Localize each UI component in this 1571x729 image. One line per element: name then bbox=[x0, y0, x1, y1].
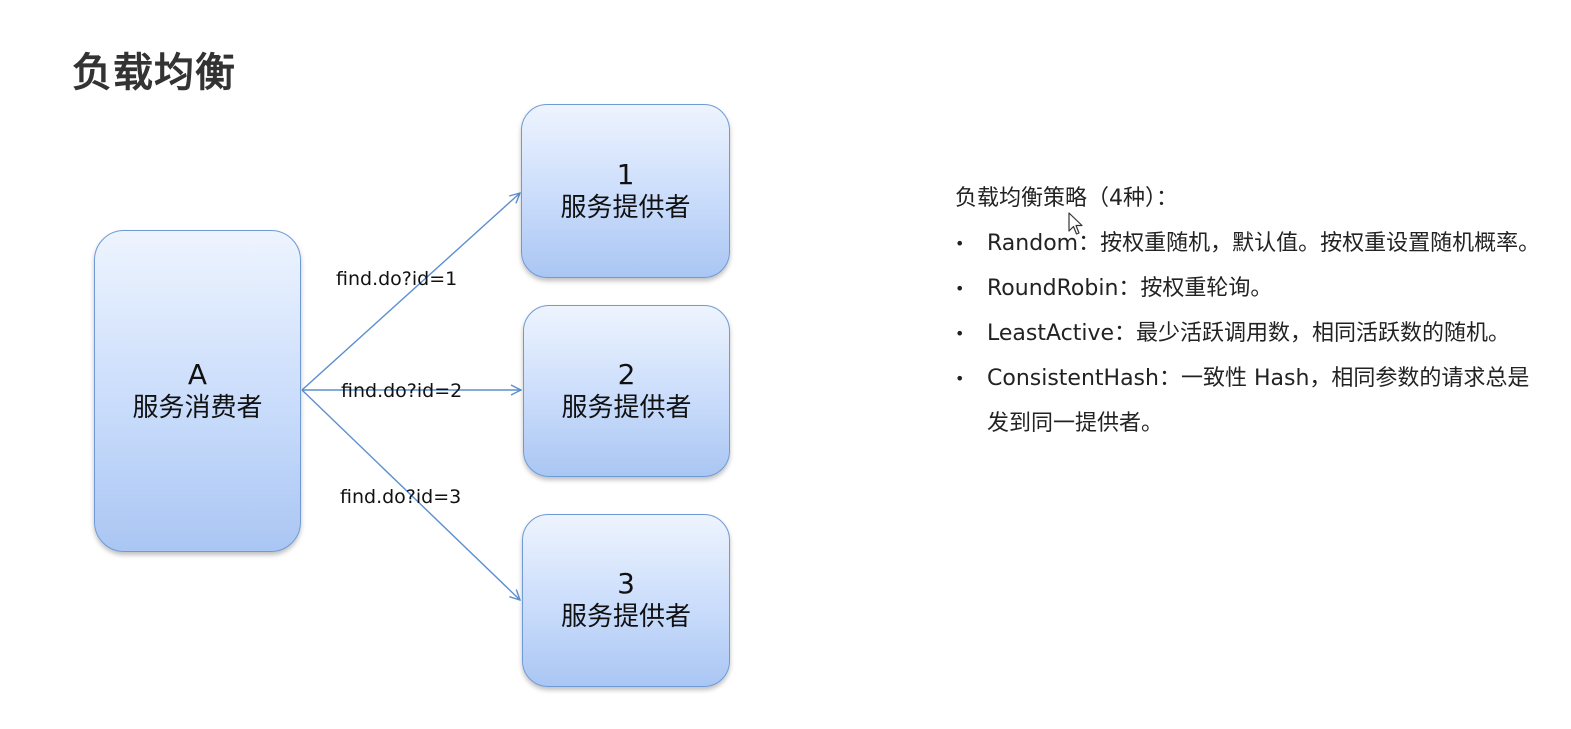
edge-label-2: find.do?id=2 bbox=[341, 380, 463, 402]
provider-node-2: 2 服务提供者 bbox=[523, 305, 730, 477]
strategy-item-text: Random：按权重随机，默认值。按权重设置随机概率。 bbox=[987, 231, 1541, 256]
edge-arrow-1 bbox=[301, 193, 520, 391]
strategy-list: • Random：按权重随机，默认值。按权重设置随机概率。 • RoundRob… bbox=[955, 221, 1545, 446]
edge-label-3: find.do?id=3 bbox=[340, 486, 462, 508]
slide-title: 负载均衡 bbox=[72, 50, 236, 96]
provider-role: 服务提供者 bbox=[560, 192, 691, 223]
consumer-id: A bbox=[187, 357, 208, 391]
mouse-pointer-icon bbox=[1068, 212, 1083, 235]
provider-role: 服务提供者 bbox=[561, 392, 692, 423]
strategy-heading: 负载均衡策略（4种）： bbox=[955, 186, 1178, 211]
strategy-item-text: LeastActive：最少活跃调用数，相同活跃数的随机。 bbox=[987, 321, 1511, 346]
provider-role: 服务提供者 bbox=[560, 602, 691, 633]
provider-node-1: 1 服务提供者 bbox=[521, 104, 730, 278]
bullet-icon: • bbox=[955, 324, 965, 343]
strategy-item-random: • Random：按权重随机，默认值。按权重设置随机概率。 bbox=[955, 221, 1545, 266]
bullet-icon: • bbox=[955, 369, 965, 388]
strategy-item-consistenthash: • ConsistentHash：一致性 Hash，相同参数的请求总是发到同一提… bbox=[955, 356, 1545, 446]
provider-id: 3 bbox=[617, 567, 635, 601]
provider-node-3: 3 服务提供者 bbox=[522, 514, 730, 687]
strategy-panel: 负载均衡策略（4种）： • Random：按权重随机，默认值。按权重设置随机概率… bbox=[955, 176, 1545, 446]
strategy-item-text: RoundRobin：按权重轮询。 bbox=[987, 276, 1273, 301]
provider-id: 2 bbox=[617, 357, 636, 391]
consumer-role: 服务消费者 bbox=[132, 392, 263, 423]
bullet-icon: • bbox=[955, 234, 965, 253]
consumer-node: A 服务消费者 bbox=[94, 230, 301, 552]
edge-label-1: find.do?id=1 bbox=[336, 268, 458, 290]
strategy-item-roundrobin: • RoundRobin：按权重轮询。 bbox=[955, 266, 1545, 311]
strategy-item-text: ConsistentHash：一致性 Hash，相同参数的请求总是发到同一提供者… bbox=[987, 366, 1530, 436]
bullet-icon: • bbox=[955, 279, 965, 298]
provider-id: 1 bbox=[616, 157, 635, 191]
strategy-item-leastactive: • LeastActive：最少活跃调用数，相同活跃数的随机。 bbox=[955, 311, 1545, 356]
